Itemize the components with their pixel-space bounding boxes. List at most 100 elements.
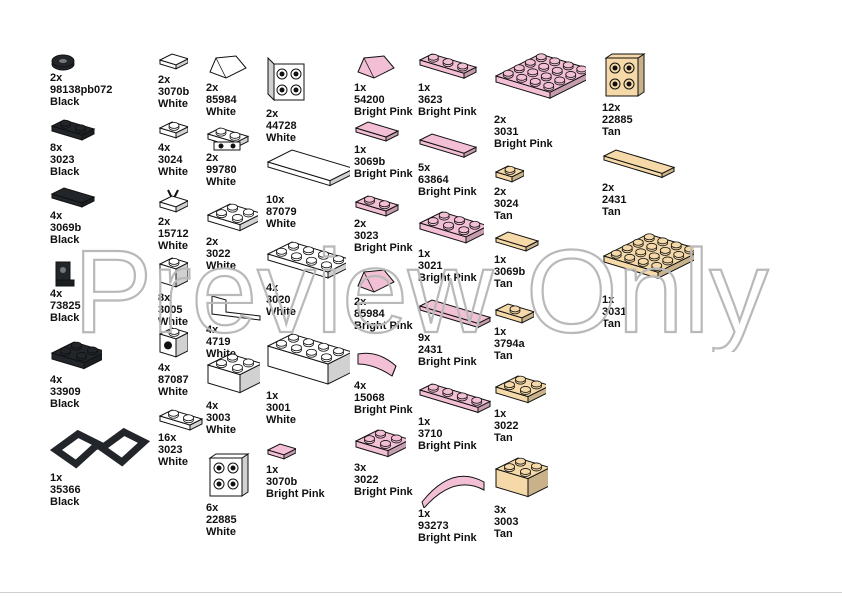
part-frame-icon	[50, 426, 150, 472]
part-tile14-icon	[602, 148, 676, 182]
part-tile14-icon	[418, 298, 492, 332]
part-qty: 4x	[354, 380, 367, 392]
part-color: Bright Pink	[354, 168, 413, 180]
part-color: Black	[50, 96, 80, 108]
part-color: White	[158, 386, 188, 398]
part-color: White	[158, 166, 188, 178]
part-plate23-icon	[418, 210, 484, 248]
part-number: 22885	[206, 514, 237, 526]
part-plate22-icon	[50, 340, 102, 374]
part-number: 3003	[206, 412, 231, 424]
part-color: White	[266, 218, 296, 230]
part-qty: 1x	[354, 82, 367, 94]
part-arch-icon	[418, 468, 488, 508]
part-plate13-icon	[418, 52, 478, 82]
part-qty: 4x	[50, 210, 63, 222]
part-plate22-icon	[494, 374, 546, 408]
part-color: Tan	[602, 206, 621, 218]
part-number: 2431	[602, 194, 627, 206]
part-jumper-icon	[494, 302, 534, 326]
part-qty: 1x	[418, 508, 431, 520]
part-qty: 2x	[50, 72, 63, 84]
part-plate24-icon	[266, 240, 346, 282]
part-qty: 2x	[494, 186, 507, 198]
part-qty: 1x	[494, 254, 507, 266]
part-qty: 4x	[206, 400, 219, 412]
part-number: 3023	[50, 154, 75, 166]
part-number: 87079	[266, 206, 297, 218]
part-brick22-icon	[494, 456, 548, 504]
part-color: White	[158, 316, 188, 328]
part-number: 87087	[158, 374, 189, 386]
part-plank-icon	[206, 290, 266, 324]
part-number: 4719	[206, 336, 231, 348]
part-qty: 2x	[354, 218, 367, 230]
part-plate12-icon	[50, 118, 96, 142]
part-brick24-icon	[266, 332, 350, 390]
part-tile12-icon	[494, 230, 540, 254]
part-number: 99780	[206, 164, 237, 176]
part-brick11side-icon	[158, 326, 189, 362]
part-slope-icon	[206, 52, 250, 82]
part-bracket-icon	[50, 258, 81, 288]
part-qty: 4x	[158, 142, 171, 154]
part-qty: 16x	[158, 432, 177, 444]
part-round-icon	[50, 52, 112, 72]
part-color: White	[206, 260, 236, 272]
part-qty: 4x	[50, 374, 63, 386]
part-slope-icon	[354, 266, 413, 296]
part-color: Tan	[602, 126, 621, 138]
part-color: White	[266, 132, 296, 144]
part-color: Bright Pink	[354, 106, 413, 118]
part-qty: 8x	[50, 142, 63, 154]
part-tile13-icon	[418, 132, 478, 162]
part-number: 15068	[354, 392, 385, 404]
part-qty: 2x	[354, 296, 367, 308]
part-qty: 1x	[494, 408, 507, 420]
part-qty: 8x	[158, 292, 171, 304]
part-color: Black	[50, 166, 80, 178]
part-number: 73825	[50, 300, 81, 312]
part-number: 93273	[418, 520, 449, 532]
part-number: 15712	[158, 228, 189, 240]
part-qty: 1x	[50, 472, 63, 484]
part-color: White	[266, 414, 296, 426]
part-color: Bright Pink	[354, 486, 413, 498]
part-color: Black	[50, 234, 80, 246]
part-qty: 5x	[418, 162, 431, 174]
part-plate22-icon	[206, 202, 258, 236]
part-number: 3024	[158, 154, 183, 166]
part-number: 3023	[158, 444, 183, 456]
part-color: Bright Pink	[354, 404, 413, 416]
part-number: 3003	[494, 516, 519, 528]
part-qty: 2x	[206, 236, 219, 248]
part-color: Tan	[602, 318, 621, 330]
part-number: 2431	[418, 344, 443, 356]
part-qty: 3x	[354, 462, 367, 474]
part-color: Bright Pink	[418, 532, 477, 544]
part-qty: 1x	[602, 294, 615, 306]
